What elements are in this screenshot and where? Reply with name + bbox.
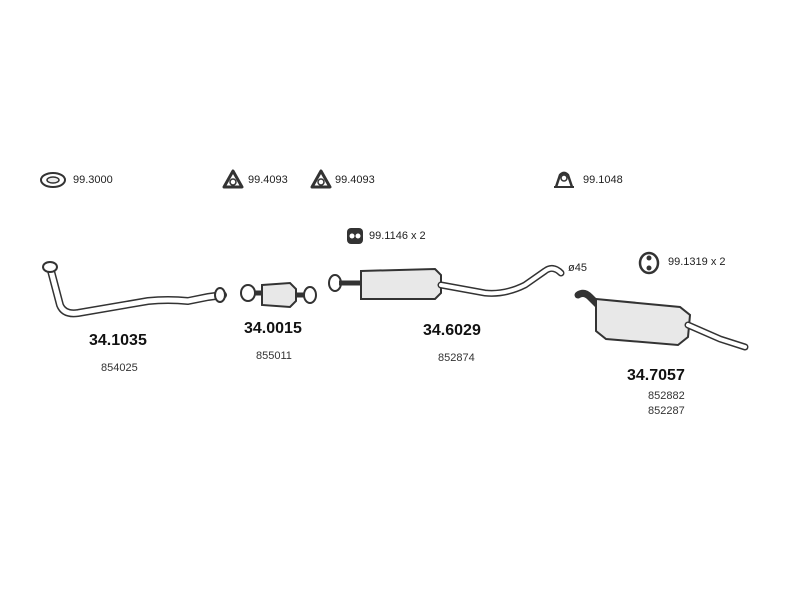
part-number: 34.6029 <box>423 322 481 339</box>
rear-silencer-icon <box>574 289 749 351</box>
fitting-code: 99.1319 x 2 <box>668 256 726 268</box>
oem-number: 852882 <box>648 390 685 402</box>
front-pipe-icon <box>42 261 227 318</box>
triangle-flange-gasket-icon <box>222 169 244 189</box>
catalytic-converter-icon <box>240 281 317 309</box>
fitting-code: 99.3000 <box>73 174 113 186</box>
fitting-code: 99.1146 x 2 <box>369 230 426 242</box>
pipe-diameter: ø45 <box>568 262 587 274</box>
ring-gasket-icon <box>40 172 66 188</box>
fitting-code: 99.4093 <box>248 174 288 186</box>
oem-number: 852874 <box>438 352 475 364</box>
fitting-code: 99.4093 <box>335 174 375 186</box>
rubber-hanger-icon <box>347 228 363 244</box>
rubber-hanger-icon <box>638 251 660 275</box>
part-number: 34.7057 <box>627 367 685 384</box>
fitting-code: 99.1048 <box>583 174 623 186</box>
mounting-bracket-icon <box>554 171 574 188</box>
oem-number: 855011 <box>256 350 292 362</box>
part-number: 34.1035 <box>89 332 147 349</box>
middle-silencer-icon <box>328 264 565 300</box>
triangle-flange-gasket-icon <box>310 169 332 189</box>
oem-number: 852287 <box>648 405 685 417</box>
oem-number: 854025 <box>101 362 138 374</box>
part-number: 34.0015 <box>244 320 302 337</box>
